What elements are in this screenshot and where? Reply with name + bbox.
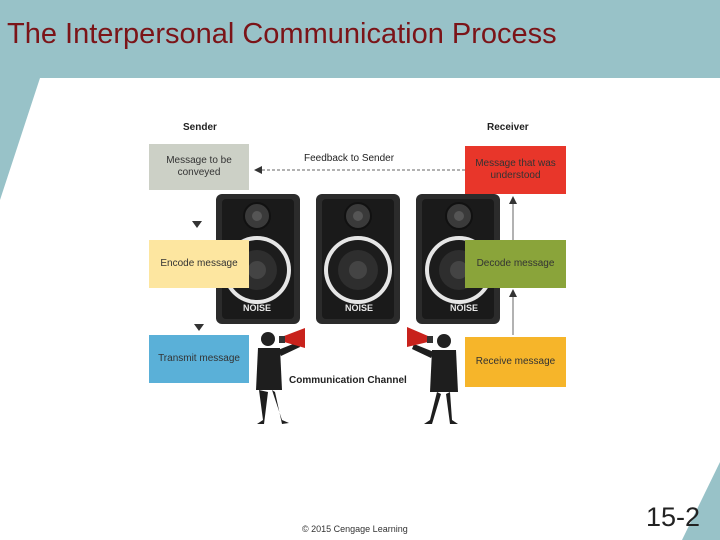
encode-message-label: Encode message	[160, 258, 238, 269]
speaker-center-icon	[316, 194, 400, 324]
feedback-label: Feedback to Sender	[304, 153, 395, 164]
message-to-convey-box: Message to be conveyed	[149, 144, 249, 190]
encode-message-box: Encode message	[149, 240, 249, 288]
sender-arrow-1	[192, 221, 202, 228]
receiver-label: Receiver	[487, 122, 529, 133]
transmit-message-label: Transmit message	[158, 353, 240, 364]
sender-arrow-2	[194, 324, 204, 331]
message-understood-box: Message that was understood	[465, 146, 566, 194]
communication-channel-label: Communication Channel	[289, 375, 407, 386]
decode-message-box: Decode message	[465, 240, 566, 288]
receive-message-box: Receive message	[465, 337, 566, 387]
page-number: 15-2	[646, 502, 701, 532]
transmit-message-box: Transmit message	[149, 335, 249, 383]
message-understood-label: Message that was understood	[475, 158, 556, 181]
receiver-person-megaphone-icon	[407, 327, 458, 424]
speaker-right-icon	[416, 194, 500, 324]
noise-label-center: NOISE	[345, 303, 374, 313]
copyright-notice: © 2015 Cengage Learning	[302, 524, 408, 534]
decode-message-label: Decode message	[476, 258, 555, 269]
receive-message-label: Receive message	[475, 356, 556, 367]
noise-label-right: NOISE	[450, 303, 479, 313]
sender-label: Sender	[183, 122, 217, 133]
sender-person-megaphone-icon	[256, 328, 305, 424]
message-to-convey-label: Message to be conveyed	[166, 155, 232, 178]
slide-title: The Interpersonal Communication Process	[7, 18, 557, 50]
noise-label-left: NOISE	[243, 303, 272, 313]
